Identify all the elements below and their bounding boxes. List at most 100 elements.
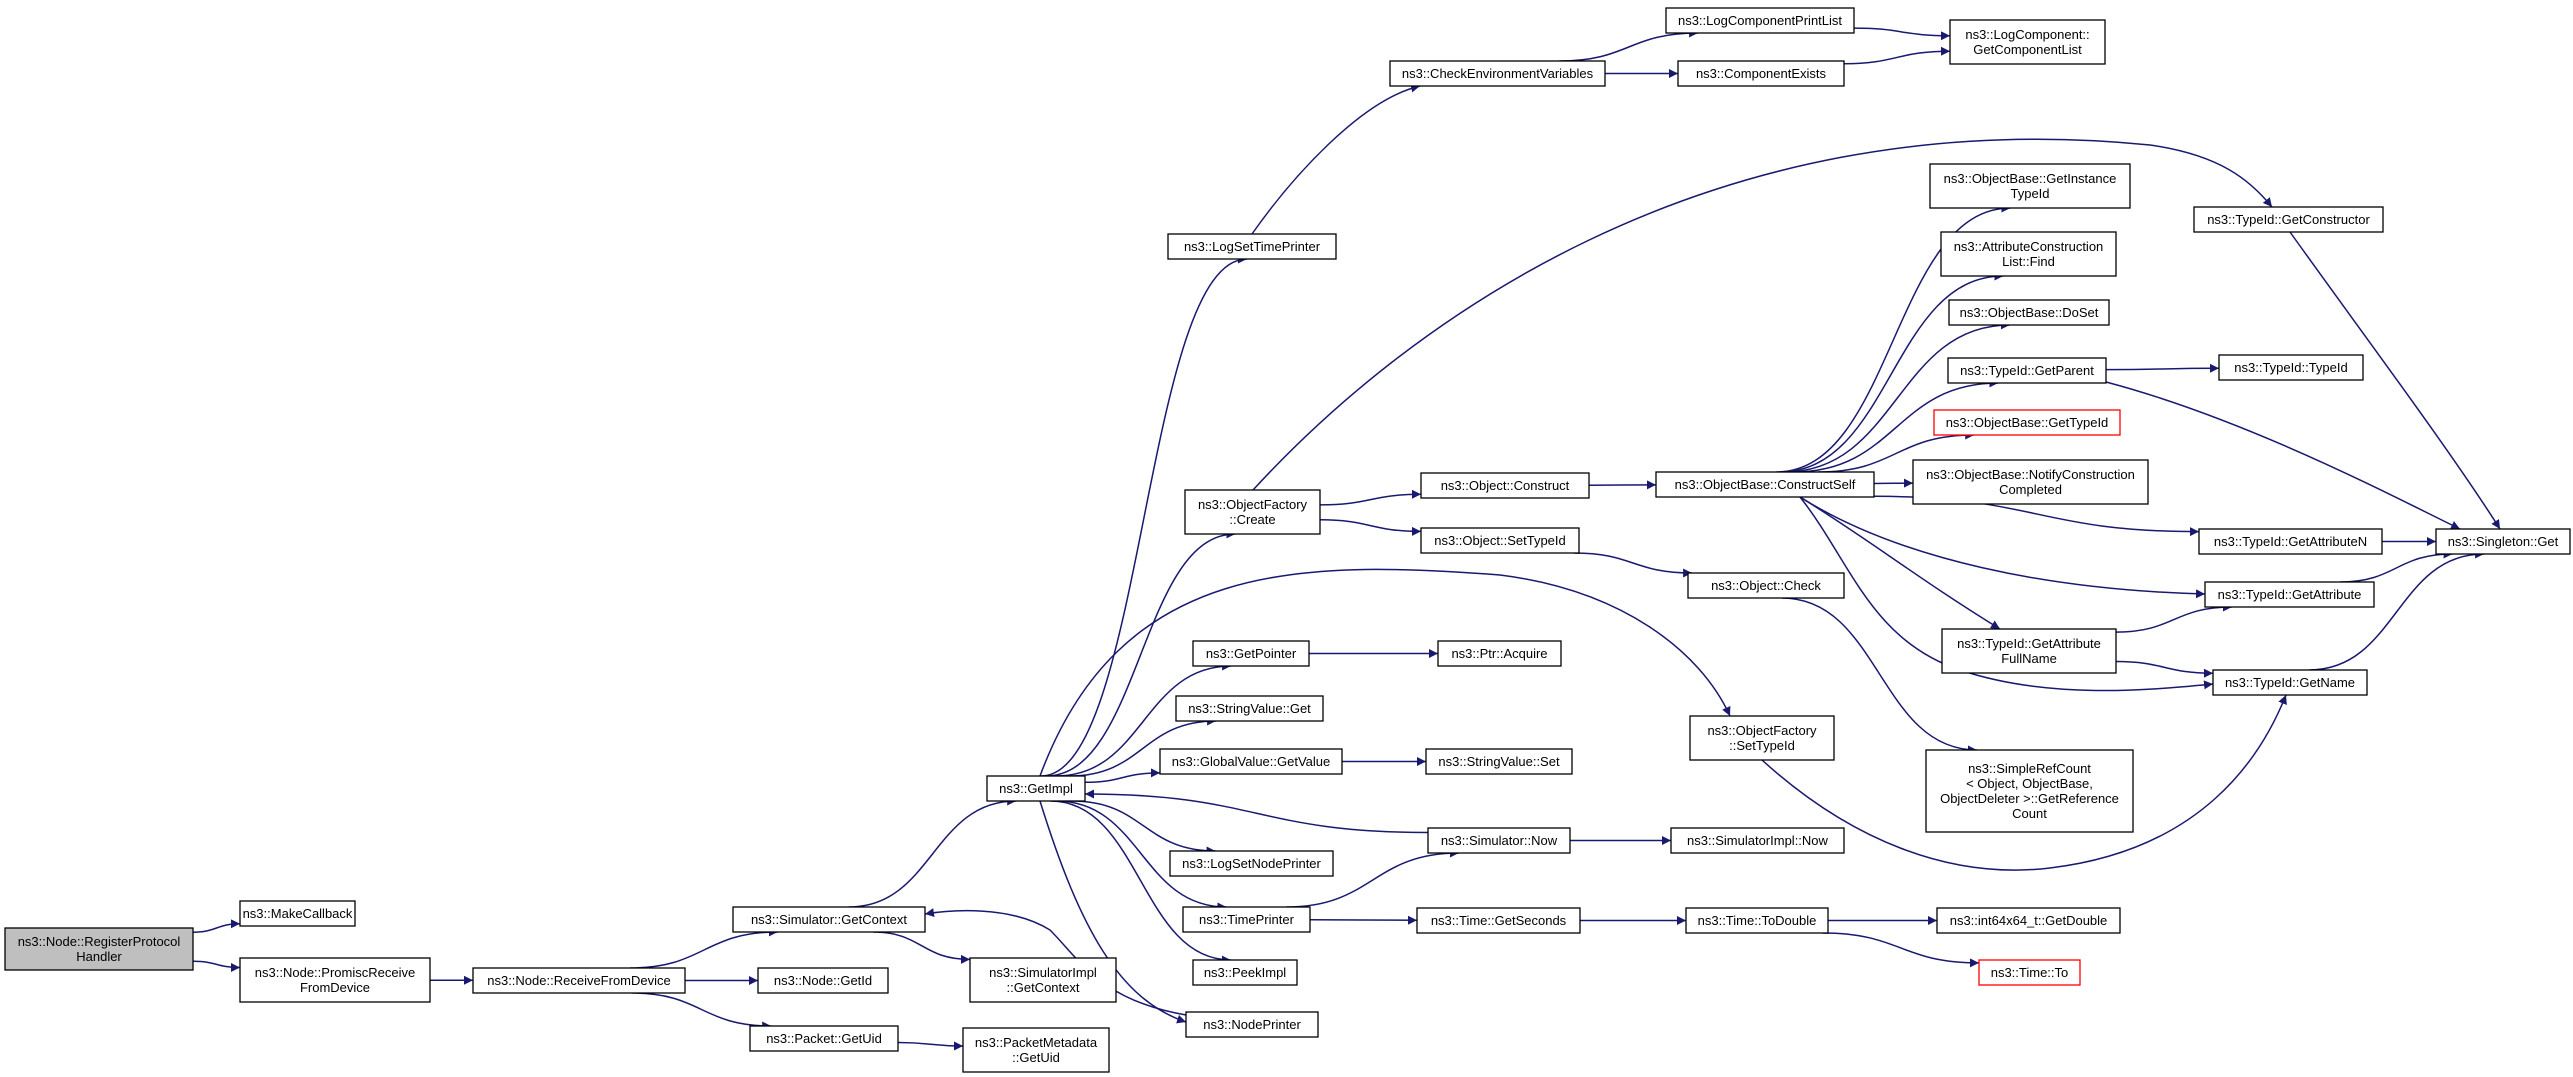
function-node-peekimpl[interactable]: ns3::PeekImpl <box>1192 959 1298 986</box>
function-node-tidgetname[interactable]: ns3::TypeId::GetName <box>2212 669 2368 696</box>
call-edge <box>1056 800 1227 912</box>
function-node-tidgetctor[interactable]: ns3::TypeId::GetConstructor <box>2193 206 2384 233</box>
call-edge <box>1559 28 1699 62</box>
function-node-tidgetattr[interactable]: ns3::TypeId::GetAttribute <box>2204 581 2375 608</box>
node-label: ns3::Node::GetId <box>774 973 872 988</box>
function-node-receivefrom[interactable]: ns3::Node::ReceiveFromDevice <box>472 967 686 994</box>
call-edge <box>1071 800 1216 856</box>
function-node-strvalset[interactable]: ns3::StringValue::Set <box>1425 748 1573 775</box>
function-node-ptracquire[interactable]: ns3::Ptr::Acquire <box>1437 640 1562 667</box>
node-label: ns3::Simulator::GetContext <box>751 912 907 927</box>
node-box <box>239 900 356 927</box>
node-box <box>1185 1011 1319 1038</box>
node-label: ns3::PacketMetadata <box>975 1035 1098 1050</box>
function-node-int64getdouble[interactable]: ns3::int64x64_t::GetDouble <box>1936 907 2121 934</box>
function-node-objsettypeid[interactable]: ns3::Object::SetTypeId <box>1420 527 1580 554</box>
function-node-obgettypeid[interactable]: ns3::ObjectBase::GetTypeId <box>1933 409 2121 436</box>
node-box <box>1167 233 1337 260</box>
function-node-logsettime[interactable]: ns3::LogSetTimePrinter <box>1167 233 1337 260</box>
node-box <box>2204 581 2375 608</box>
call-edge <box>2115 602 2232 633</box>
node-box <box>1665 7 1855 34</box>
function-node-simgetctx[interactable]: ns3::Simulator::GetContext <box>732 906 926 933</box>
function-node-tidgetattrn[interactable]: ns3::TypeId::GetAttributeN <box>2198 528 2383 555</box>
function-node-simimplctx[interactable]: ns3::SimulatorImpl::GetContext <box>969 957 1117 1003</box>
function-node-pmgetuid[interactable]: ns3::PacketMetadata::GetUid <box>962 1027 1110 1073</box>
node-label: ns3::TypeId::GetAttribute <box>1957 636 2101 651</box>
node-label: ns3::TimePrinter <box>1199 912 1295 927</box>
node-label: ns3::AttributeConstruction <box>1954 239 2104 254</box>
node-label: ns3::CheckEnvironmentVariables <box>1402 66 1594 81</box>
node-box <box>4 927 194 971</box>
function-node-tidtypeid[interactable]: ns3::TypeId::TypeId <box>2218 354 2364 381</box>
node-label: ns3::ObjectBase::ConstructSelf <box>1675 477 1856 492</box>
node-box <box>732 906 926 933</box>
call-edge <box>1799 496 2206 599</box>
function-node-packetgetuid[interactable]: ns3::Packet::GetUid <box>749 1025 899 1052</box>
function-node-nodeprinter[interactable]: ns3::NodePrinter <box>1185 1011 1319 1038</box>
call-edge <box>1040 254 1248 777</box>
function-node-tidgetparent[interactable]: ns3::TypeId::GetParent <box>1947 357 2107 384</box>
function-node-obconstructself[interactable]: ns3::ObjectBase::ConstructSelf <box>1655 471 1875 498</box>
function-node-singletonget[interactable]: ns3::Singleton::Get <box>2435 528 2571 555</box>
function-node-obdoset[interactable]: ns3::ObjectBase::DoSet <box>1948 299 2110 326</box>
node-box <box>1912 459 2149 505</box>
function-node-logsetnode[interactable]: ns3::LogSetNodePrinter <box>1169 850 1334 877</box>
function-node-logcompget[interactable]: ns3::LogComponent::GetComponentList <box>1949 19 2106 65</box>
function-node-makecallback[interactable]: ns3::MakeCallback <box>239 900 356 927</box>
function-node-getpointer[interactable]: ns3::GetPointer <box>1192 640 1310 667</box>
function-node-simimplnow[interactable]: ns3::SimulatorImpl::Now <box>1670 827 1845 854</box>
call-edge <box>192 960 241 972</box>
node-label: ::GetContext <box>1007 980 1080 995</box>
call-edge <box>2339 549 2453 583</box>
call-edge <box>2105 363 2220 373</box>
function-node-objconstruct[interactable]: ns3::Object::Construct <box>1420 472 1590 499</box>
node-box <box>969 957 1117 1003</box>
function-node-simnow[interactable]: ns3::Simulator::Now <box>1427 827 1571 854</box>
function-node-compexists[interactable]: ns3::ComponentExists <box>1677 60 1845 87</box>
node-box <box>1687 572 1845 599</box>
node-label: ns3::int64x64_t::GetDouble <box>1950 913 2108 928</box>
function-node-ofsettypeid[interactable]: ns3::ObjectFactory::SetTypeId <box>1689 715 1835 761</box>
node-box <box>1670 827 1845 854</box>
node-label: ns3::ObjectBase::GetTypeId <box>1946 415 2109 430</box>
node-label: Count <box>2012 806 2047 821</box>
call-edge <box>1252 138 2273 491</box>
call-edge <box>1776 203 2011 473</box>
node-label: ns3::Simulator::Now <box>1441 833 1558 848</box>
function-node-simplerefcount[interactable]: ns3::SimpleRefCount< Object, ObjectBase,… <box>1925 749 2134 833</box>
function-node-timeto[interactable]: ns3::Time::To <box>1978 959 2081 986</box>
function-node-timegetsec[interactable]: ns3::Time::GetSeconds <box>1416 907 1581 934</box>
function-node-getimpl[interactable]: ns3::GetImpl <box>986 775 1086 802</box>
function-node-strvalget[interactable]: ns3::StringValue::Get <box>1175 695 1324 722</box>
function-node-ofcreate[interactable]: ns3::ObjectFactory::Create <box>1184 489 1321 535</box>
function-node-timeprinter[interactable]: ns3::TimePrinter <box>1182 906 1311 933</box>
node-box <box>749 1025 899 1052</box>
node-box <box>1182 906 1311 933</box>
node-label: List::Find <box>2002 254 2055 269</box>
node-box <box>1427 827 1571 854</box>
node-label: Handler <box>76 949 122 964</box>
function-node-timetodouble[interactable]: ns3::Time::ToDouble <box>1685 907 1829 934</box>
node-label: ns3::StringValue::Get <box>1188 701 1311 716</box>
function-node-checkenv[interactable]: ns3::CheckEnvironmentVariables <box>1389 60 1606 87</box>
node-label: ns3::SimulatorImpl::Now <box>1687 833 1828 848</box>
node-box <box>1169 850 1334 877</box>
function-node-logcompprint[interactable]: ns3::LogComponentPrintList <box>1665 7 1855 34</box>
function-node-obnotify[interactable]: ns3::ObjectBase::NotifyConstructionCompl… <box>1912 459 2149 505</box>
node-label: ns3::Singleton::Get <box>2448 534 2559 549</box>
node-label: ::SetTypeId <box>1729 738 1795 753</box>
function-node-nodegetid[interactable]: ns3::Node::GetId <box>757 967 889 994</box>
node-box <box>1978 959 2081 986</box>
function-node-objcheck[interactable]: ns3::Object::Check <box>1687 572 1845 599</box>
node-box <box>239 957 431 1003</box>
function-node-gvgetvalue[interactable]: ns3::GlobalValue::GetValue <box>1159 748 1343 775</box>
call-edge <box>2115 660 2214 678</box>
call-edge <box>2289 231 2501 530</box>
